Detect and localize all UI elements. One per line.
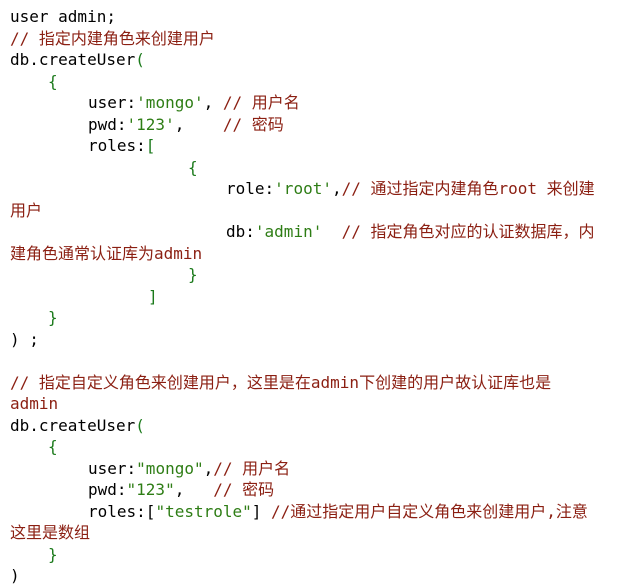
code-string: "testrole" — [155, 501, 252, 521]
code-text: db: — [226, 222, 255, 241]
code-text: roles: — [88, 136, 146, 155]
code-comment: // 密码 — [222, 114, 284, 134]
code-string: 'root' — [274, 179, 332, 198]
code-line: // 指定内建角色来创建用户 — [10, 28, 632, 50]
code-line: user:"mongo",// 用户名 — [10, 458, 632, 480]
code-text: , — [174, 480, 214, 499]
code-comment: // 指定角色对应的认证数据库，内 — [341, 222, 595, 241]
code-line: roles:["testrole"] //通过指定用户自定义角色来创建用户,注意 — [10, 501, 632, 523]
code-line: { — [10, 71, 632, 93]
code-line: { — [10, 157, 632, 179]
code-line: ] — [10, 286, 632, 308]
code-text: ] — [251, 501, 272, 521]
code-line: // 指定自定义角色来创建用户，这里是在admin下创建的用户故认证库也是 — [10, 372, 632, 394]
code-comment: 建角色通常认证库为admin — [10, 243, 203, 263]
code-text: , — [174, 114, 223, 134]
code-line: ) ; — [10, 329, 632, 351]
code-text: roles:[ — [88, 501, 156, 521]
code-line: 这里是数组 — [10, 522, 632, 544]
code-string: 'admin' — [254, 222, 323, 241]
code-text: user: — [88, 93, 137, 112]
code-text: role: — [226, 179, 275, 198]
code-line — [10, 350, 632, 372]
code-text: , — [203, 93, 223, 112]
code-line: ) — [10, 565, 632, 587]
code-comment: // 密码 — [213, 480, 275, 499]
code-punctuation: } — [188, 265, 198, 284]
code-comment: 用户 — [10, 200, 43, 220]
code-text — [322, 222, 341, 241]
code-line: } — [10, 307, 632, 329]
code-text: ) ; — [10, 329, 39, 349]
code-comment: // 用户名 — [222, 93, 300, 112]
code-line: } — [10, 544, 632, 566]
code-text: , — [203, 458, 214, 478]
code-text: user admin; — [10, 7, 116, 26]
code-punctuation: } — [48, 308, 58, 327]
code-line: { — [10, 436, 632, 458]
code-line: db.createUser( — [10, 49, 632, 71]
code-line: roles:[ — [10, 135, 632, 157]
code-text: pwd: — [88, 480, 127, 499]
code-line: pwd:"123", // 密码 — [10, 479, 632, 501]
code-comment: admin — [10, 394, 59, 413]
code-comment: // 通过指定内建角色root 来创建 — [341, 179, 595, 198]
code-line: db.createUser( — [10, 415, 632, 437]
code-text: , — [331, 179, 342, 198]
code-string: 'mongo' — [136, 93, 204, 112]
code-line: user:'mongo', // 用户名 — [10, 92, 632, 114]
code-comment: // 指定自定义角色来创建用户，这里是在admin下创建的用户故认证库也是 — [10, 372, 552, 392]
code-punctuation: { — [188, 157, 198, 177]
code-comment: 这里是数组 — [10, 523, 91, 542]
code-string: "123" — [126, 480, 175, 499]
code-text: user: — [88, 458, 137, 478]
code-string: "mongo" — [136, 458, 204, 478]
code-punctuation: } — [48, 544, 58, 564]
code-line: role:'root',// 通过指定内建角色root 来创建 — [10, 178, 632, 200]
code-text — [10, 351, 20, 370]
code-line: db:'admin' // 指定角色对应的认证数据库，内 — [10, 221, 632, 243]
code-punctuation: ( — [135, 415, 145, 435]
code-text: db.createUser — [10, 50, 136, 69]
code-string: '123' — [126, 114, 175, 134]
code-punctuation: { — [48, 437, 58, 456]
code-line: 用户 — [10, 200, 632, 222]
code-text: pwd: — [88, 114, 127, 134]
code-line: } — [10, 264, 632, 286]
code-line: user admin; — [10, 6, 632, 28]
code-text: ) — [10, 566, 20, 585]
code-text: db.createUser — [10, 415, 136, 435]
code-comment: //通过指定用户自定义角色来创建用户,注意 — [271, 501, 588, 521]
code-line: 建角色通常认证库为admin — [10, 243, 632, 265]
code-comment: // 用户名 — [213, 458, 291, 478]
code-line: admin — [10, 393, 632, 415]
code-punctuation: [ — [145, 136, 156, 155]
code-line: pwd:'123', // 密码 — [10, 114, 632, 136]
code-comment: // 指定内建角色来创建用户 — [10, 28, 215, 48]
code-punctuation: { — [48, 71, 58, 91]
code-punctuation: ] — [148, 286, 158, 306]
code-punctuation: ( — [135, 50, 145, 69]
